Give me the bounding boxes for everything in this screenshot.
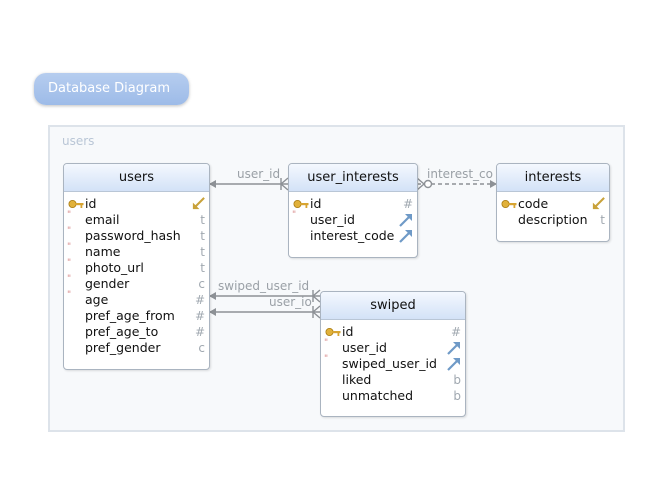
column-name: id [310,196,322,211]
column-name: pref_age_from [85,308,175,323]
relation-label-user-id: user_id [237,167,281,181]
column-row-pref-gender[interactable]: pref_gender c [64,340,209,356]
column-row-pref-age-to[interactable]: pref_age_to # [64,324,209,340]
column-row-email[interactable]: " email t [64,210,209,228]
column-name: password_hash [85,228,181,243]
column-type: t [200,261,205,275]
foreign-key-arrow-icon [447,358,460,371]
column-name: pref_age_to [85,324,159,339]
column-row-pref-age-from[interactable]: pref_age_from # [64,308,209,324]
column-row-name[interactable]: " name t [64,242,209,260]
column-row-code[interactable]: code [497,196,609,212]
referenced-arrow-icon [192,197,205,210]
table-header[interactable]: swiped [321,292,465,320]
foreign-key-arrow-icon [447,342,460,355]
foreign-key-arrow-icon [399,230,412,243]
table-interests[interactable]: interests code description t [496,163,610,242]
key-icon [68,200,84,208]
column-type: # [194,293,205,307]
table-header[interactable]: user_interests [289,164,417,192]
column-row-age[interactable]: " age # [64,290,209,308]
column-row-interest-code[interactable]: interest_code [289,228,417,244]
column-name: photo_url [85,260,144,275]
column-row-id[interactable]: id [64,196,209,212]
column-name: code [518,196,549,211]
column-name: unmatched [342,388,414,403]
column-row-photo-url[interactable]: " photo_url t [64,258,209,276]
required-marker: " [324,338,329,348]
column-type: # [450,325,461,339]
required-marker: " [292,210,297,220]
key-icon [325,328,341,336]
key-icon [501,200,517,208]
column-name: id [342,324,354,339]
column-type: # [402,197,413,211]
column-type: c [198,341,205,355]
required-marker: " [67,290,72,300]
column-name: pref_gender [85,340,161,355]
table-header[interactable]: interests [497,164,609,192]
diagram-title[interactable]: Database Diagram [34,73,189,105]
column-name: liked [342,372,372,387]
relation-label-swiped-user-id: swiped_user_id [218,279,310,293]
arrow-head-icon [209,308,216,316]
required-marker: " [324,354,329,364]
crowfoot-icon [311,305,321,319]
column-row-user-id[interactable]: " user_id [289,210,417,228]
optional-circle-icon [423,179,433,189]
arrow-head-icon [209,292,216,300]
arrow-head-icon [490,180,497,188]
column-name: description [518,212,588,227]
column-name: user_id [342,340,387,355]
column-name: user_id [310,212,355,227]
column-row-swiped-user-id[interactable]: " swiped_user_id [321,354,465,372]
column-row-description[interactable]: description t [497,212,609,228]
column-type: t [200,245,205,259]
column-type: # [194,325,205,339]
group-label: users [62,134,95,148]
crowfoot-icon [279,177,289,191]
arrow-head-icon [209,180,216,188]
column-row-unmatched[interactable]: unmatched b [321,388,465,404]
column-type: # [194,309,205,323]
required-marker: " [67,242,72,252]
relation-label-interest-code: interest_co [427,167,493,181]
column-name: name [85,244,121,259]
crowfoot-icon [311,289,321,303]
column-name: email [85,212,120,227]
column-type: c [198,277,205,291]
column-row-id[interactable]: id # [289,196,417,212]
column-name: id [85,196,97,211]
table-swiped[interactable]: swiped id # " user_id " swiped_user_id l… [320,291,466,417]
column-name: age [85,292,109,307]
column-name: gender [85,276,130,291]
column-name: swiped_user_id [342,356,437,371]
required-marker: " [67,258,72,268]
column-row-id[interactable]: id # [321,324,465,340]
column-type: t [600,213,605,227]
table-user-interests[interactable]: user_interests id # " user_id interest_c… [288,163,418,258]
column-row-user-id[interactable]: " user_id [321,338,465,356]
required-marker: " [67,226,72,236]
key-icon [293,200,309,208]
required-marker: " [67,274,72,284]
required-marker: " [67,210,72,220]
foreign-key-arrow-icon [399,214,412,227]
table-header[interactable]: users [64,164,209,192]
column-name: interest_code [310,228,395,243]
column-row-liked[interactable]: liked b [321,372,465,388]
column-type: b [453,389,461,403]
column-type: b [453,373,461,387]
column-type: t [200,229,205,243]
column-row-password-hash[interactable]: " password_hash t [64,226,209,244]
relation-label-user-id-2: user_io [269,295,312,309]
column-type: t [200,213,205,227]
column-row-gender[interactable]: " gender c [64,274,209,292]
referenced-arrow-icon [592,197,605,210]
